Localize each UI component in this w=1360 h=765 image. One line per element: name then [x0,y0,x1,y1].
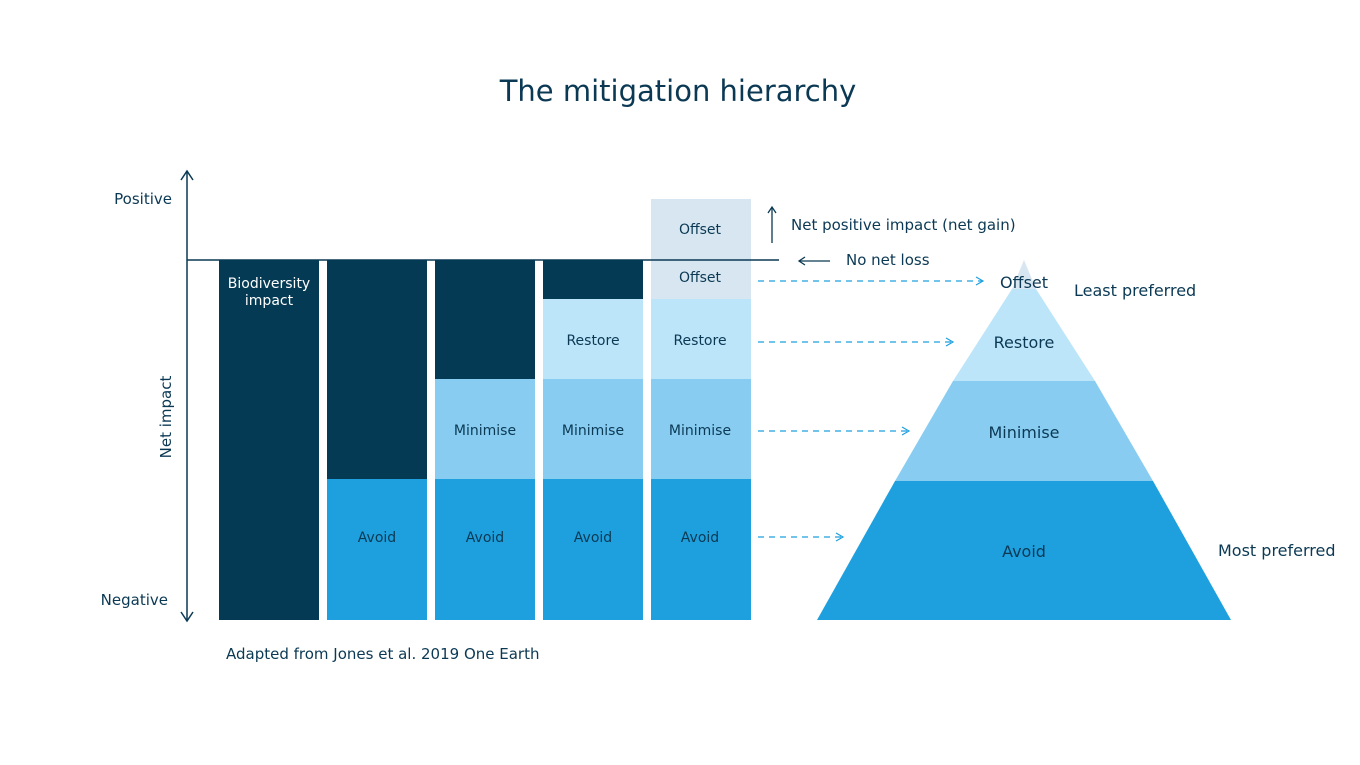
y-axis-arrow-bottom [180,611,194,623]
diagram-title: The mitigation hierarchy [499,74,857,108]
restore-block-col4 [543,299,643,379]
connector-restore [758,337,955,347]
axis-label: Net impact [157,376,175,459]
no-net-loss-label: No net loss [846,251,930,269]
avoid-label-col2: Avoid [358,530,396,546]
connector-offset-arrow-icon [975,276,985,286]
restore-label-col5: Restore [673,333,726,349]
net-positive-label: Net positive impact (net gain) [791,216,1016,234]
minimise-block-col5 [651,379,751,479]
avoid-block-col2 [327,479,427,620]
offset-block-col5 [651,260,751,299]
pyramid-minimise-tier [895,381,1153,481]
no-net-loss-arrow-icon [797,256,806,266]
impact-bar-col1 [219,260,319,620]
connector-avoid-arrow-icon [835,532,845,542]
net-positive-arrow-icon [767,205,777,214]
connector-minimise-arrow-icon [901,426,911,436]
avoid-block-col5 [651,479,751,620]
axis-bottom-label: Negative [101,591,168,609]
avoid-block-col4 [543,479,643,620]
avoid-label-col5: Avoid [681,530,719,546]
avoid-label-col4: Avoid [574,530,612,546]
impact-label-line2: impact [245,293,294,309]
most-preferred-label: Most preferred [1218,541,1336,560]
impact-label-line1: Biodiversity [228,276,310,292]
pyramid-offset-tier [1012,260,1036,289]
offset-gain-label-col5: Offset [679,222,722,238]
connector-avoid [758,532,845,542]
minimise-block-col3 [435,379,535,479]
minimise-label-col4: Minimise [562,423,624,439]
impact-bar-col4 [543,260,643,299]
connector-restore-arrow-icon [945,337,955,347]
connector-minimise [758,426,911,436]
offset-gain-block-col5 [651,199,751,260]
pyramid-offset-label: Offset [1000,273,1048,292]
impact-bar-col2 [327,260,427,479]
minimise-label-col5: Minimise [669,423,731,439]
pyramid-avoid-label: Avoid [1002,542,1046,561]
restore-block-col5 [651,299,751,379]
pyramid-restore-label: Restore [994,333,1055,352]
pyramid-avoid-tier [817,481,1231,620]
least-preferred-label: Least preferred [1074,281,1196,300]
minimise-block-col4 [543,379,643,479]
y-axis-arrow-top [180,169,194,181]
connector-offset [758,276,985,286]
minimise-label-col3: Minimise [454,423,516,439]
offset-label-col5: Offset [679,270,722,286]
avoid-block-col3 [435,479,535,620]
restore-label-col4: Restore [566,333,619,349]
axis-top-label: Positive [114,190,172,208]
pyramid-minimise-label: Minimise [988,423,1059,442]
pyramid-restore-tier [953,289,1095,381]
avoid-label-col3: Avoid [466,530,504,546]
source-note: Adapted from Jones et al. 2019 One Earth [226,645,539,663]
impact-bar-col3 [435,260,535,379]
